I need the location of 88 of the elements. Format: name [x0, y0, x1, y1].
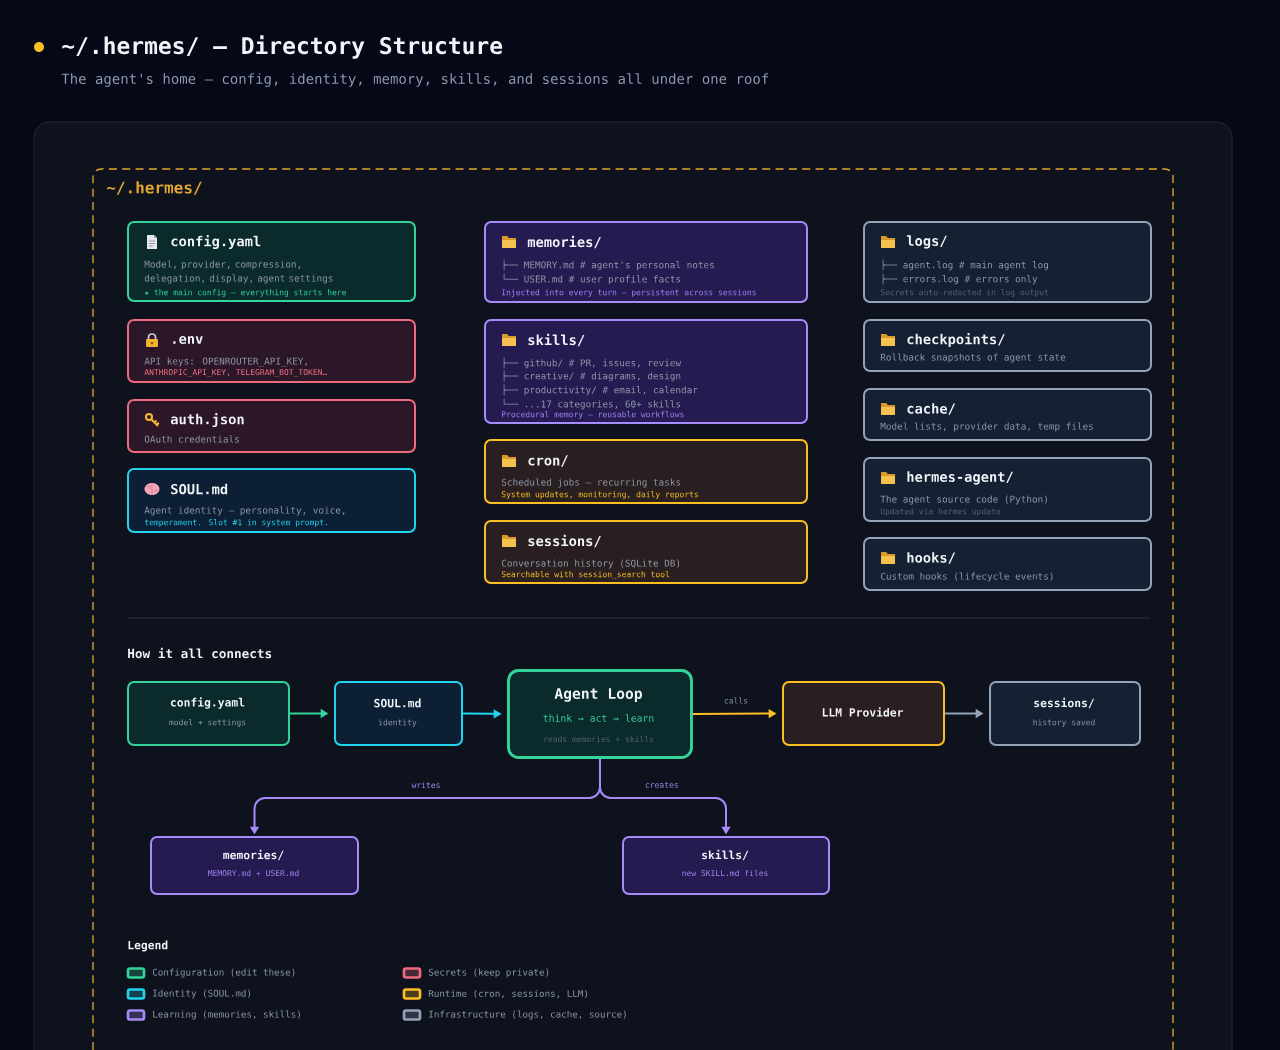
folder-card: [863, 537, 1152, 591]
description: OAuth credentials: [144, 435, 239, 443]
note: ★ the main config — everything starts here: [144, 289, 347, 297]
legend-label: Runtime (cron, sessions, LLM): [428, 989, 587, 999]
folder-name: skills/: [528, 333, 585, 347]
note: System updates, monitoring, daily reports: [501, 491, 698, 499]
description: Rollback snapshots of agent state: [880, 353, 1066, 363]
tree-line: ├── creative/ # diagrams, design: [503, 370, 681, 382]
description: Model, provider, compression, delegation, display, agent settings: [144, 260, 333, 284]
box-title: memories/: [223, 849, 284, 861]
edge-label: writes: [409, 779, 443, 791]
box-subtitle: model + settings: [169, 719, 246, 727]
description: Agent identity — personality, voice,: [144, 506, 345, 516]
box-title: SOUL.md: [374, 698, 421, 708]
note: Updated via hermes update: [880, 508, 1001, 516]
folder-card: [863, 457, 1152, 522]
file-card: [127, 399, 416, 453]
folder-name: logs/: [906, 235, 947, 249]
file-name: .env: [173, 336, 203, 344]
description: Scheduled jobs — recurring tasks: [501, 478, 681, 488]
legend-label: Secrets (keep private): [428, 968, 549, 978]
file-name: config.yaml: [171, 235, 261, 249]
tree-line: ├── errors.log # errors only: [882, 273, 1038, 285]
folder-name: cache/: [907, 403, 956, 415]
tree-line: ├── agent.log # main agent log: [882, 259, 1048, 271]
flow-box: [989, 681, 1141, 746]
legend-title: Legend: [128, 940, 168, 952]
subtitle: The agent's home — config, identity, memory, skills, and sessions all under one roof: [61, 73, 769, 87]
folder-name: memories/: [527, 235, 601, 249]
tree-line: └── ...17 categories, 60+ skills: [503, 398, 681, 410]
description: ANTHROPIC_API_KEY, TELEGRAM_BOT_TOKEN…: [144, 369, 327, 377]
box-title: LLM Provider: [822, 707, 903, 717]
tree-line: ├── productivity/ # email, calendar: [503, 384, 698, 396]
file-card: [127, 319, 416, 383]
flow-box: [622, 836, 830, 895]
description: The agent source code (Python): [880, 495, 1047, 505]
note: Injected into every turn — persistent across sessions: [502, 289, 756, 297]
box-title: sessions/: [1034, 697, 1095, 709]
note: Procedural memory — reusable workflows: [502, 411, 684, 419]
folder-card: [863, 221, 1152, 303]
folder-card: [863, 388, 1152, 441]
folder-card: [484, 520, 808, 584]
tree-line: ├── github/ # PR, issues, review: [503, 357, 682, 369]
box-subtitle: think → act → learn: [543, 714, 654, 722]
box-subtitle: history saved: [1033, 719, 1095, 727]
folder-card: [484, 439, 808, 504]
box-title: Agent Loop: [554, 688, 642, 702]
note: Secrets auto-redacted in log output: [880, 289, 1049, 297]
box-title: config.yaml: [170, 697, 245, 709]
description: Model lists, provider data, temp files: [880, 422, 1093, 432]
box-subtitle: new SKILL.md files: [682, 869, 768, 877]
file-name: SOUL.md: [171, 483, 228, 495]
flow-box: [507, 669, 693, 759]
legend-label: Infrastructure (logs, cache, source): [429, 1010, 626, 1020]
legend-label: Configuration (edit these): [152, 968, 295, 978]
file-name: auth.json: [170, 413, 244, 427]
legend-label: Identity (SOUL.md): [153, 989, 251, 999]
description: temperament. Slot #1 in system prompt.: [144, 519, 327, 527]
box-title: skills/: [702, 849, 749, 861]
description: API keys: OPENROUTER_API_KEY,: [144, 357, 307, 367]
box-subtitle: MEMORY.md + USER.md: [208, 869, 299, 877]
section-heading: How it all connects: [128, 647, 272, 659]
box-subtitle: identity: [378, 719, 417, 727]
description: Conversation history (SQLite DB): [501, 559, 680, 569]
flow-box: [127, 681, 290, 746]
note: Searchable with session_search tool: [501, 571, 670, 579]
title: ~/.hermes/ — Directory Structure: [62, 35, 503, 59]
flow-box: [782, 681, 945, 746]
folder-card: [484, 221, 808, 303]
legend-label: Learning (memories, skills): [153, 1010, 300, 1020]
file-card: [127, 221, 416, 302]
file-card: [127, 468, 416, 533]
folder-card: [484, 319, 808, 424]
edge-label: creates: [642, 780, 681, 790]
folder-name: hermes-agent/: [907, 471, 1013, 485]
folder-card: [863, 319, 1152, 372]
folder-name: cron/: [528, 455, 568, 467]
folder-name: hooks/: [907, 552, 956, 564]
description: Custom hooks (lifecycle events): [880, 572, 1053, 582]
box-note: reads memories + skills: [544, 735, 654, 743]
folder-name: sessions/: [528, 534, 601, 548]
tree-line: ├── MEMORY.md # agent's personal notes: [503, 259, 714, 271]
flow-box: [334, 681, 463, 746]
edge-label: calls: [721, 695, 751, 706]
tree-line: └── USER.md # user profile facts: [503, 273, 681, 285]
folder-label: ~/.hermes/: [106, 181, 202, 195]
flow-box: [150, 836, 359, 895]
folder-name: checkpoints/: [907, 333, 1005, 348]
